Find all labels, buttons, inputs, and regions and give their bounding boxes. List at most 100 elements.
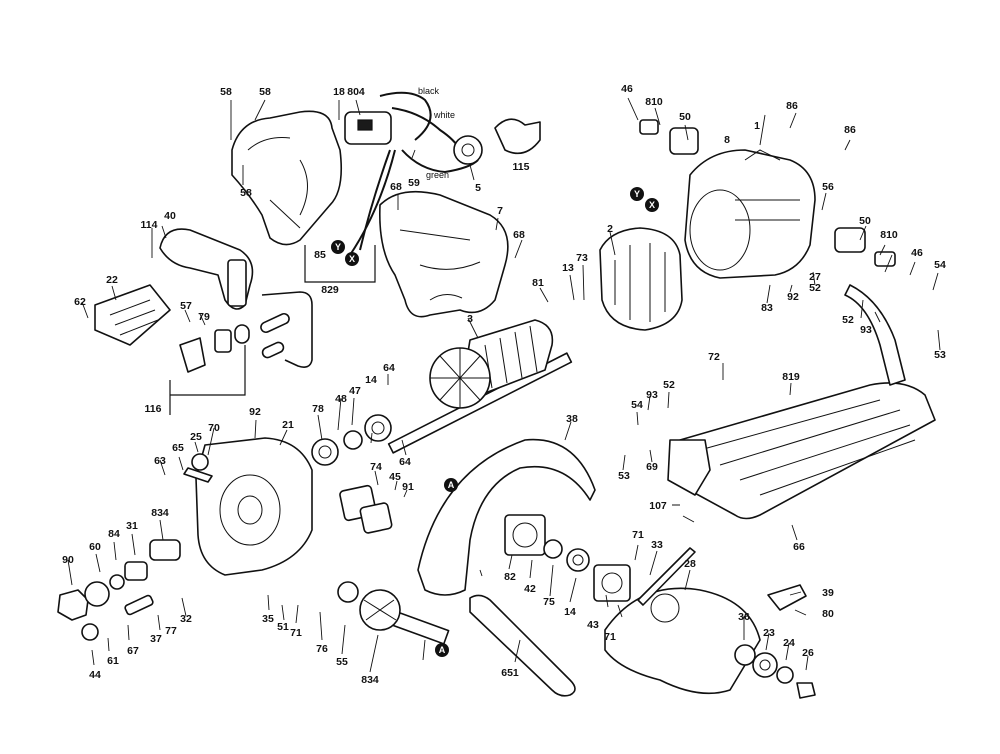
- callout-69: 69: [646, 461, 658, 473]
- callout-115: 115: [513, 161, 530, 173]
- callout-25: 25: [190, 431, 202, 443]
- callout-81: 81: [532, 277, 544, 289]
- callout-58: 58: [220, 86, 232, 98]
- callout-67: 67: [127, 645, 139, 657]
- callout-53: 53: [934, 349, 946, 361]
- gear-housing: [195, 437, 313, 576]
- callout-78: 78: [312, 403, 324, 415]
- part-shapes: [57, 91, 936, 699]
- spindle-small: [149, 539, 181, 561]
- marker-x-left: X: [349, 254, 355, 264]
- callout-52: 52: [809, 282, 821, 294]
- callout-8: 8: [724, 134, 730, 146]
- marker-a-lower: A: [439, 645, 446, 655]
- leader-lines: [67, 97, 941, 673]
- callout-86: 86: [786, 100, 798, 112]
- callout-54: 54: [631, 399, 643, 411]
- callout-116: 116: [145, 403, 162, 415]
- callout-93: 93: [860, 324, 872, 336]
- callout-68: 68: [390, 181, 402, 193]
- wire-labels: black white green: [418, 86, 455, 180]
- callout-86: 86: [844, 124, 856, 136]
- callout-1: 1: [754, 120, 760, 132]
- wire-label-green: green: [426, 170, 449, 180]
- base-plate: [679, 382, 936, 520]
- callout-819: 819: [782, 371, 800, 383]
- guard-arm: [469, 594, 576, 697]
- callout-80: 80: [822, 608, 834, 620]
- callout-810: 810: [645, 96, 663, 108]
- wire-black: [379, 91, 432, 141]
- callout-2: 2: [607, 223, 613, 235]
- callout-60: 60: [89, 541, 101, 553]
- part-callouts: 58 58 58 18 804 5 59 115 68 68 7 40 114 …: [62, 83, 946, 686]
- callout-46: 46: [621, 83, 633, 95]
- callout-834: 834: [361, 674, 379, 686]
- callout-27: 27: [809, 271, 821, 283]
- callout-36: 36: [738, 611, 750, 623]
- callout-64: 64: [383, 362, 395, 374]
- rear-handle-left-half: [231, 110, 343, 246]
- callout-38: 38: [566, 413, 578, 425]
- motor-housing: [684, 149, 816, 279]
- callout-64: 64: [399, 456, 411, 468]
- callout-834: 834: [151, 507, 169, 519]
- bearing-14: [364, 414, 392, 442]
- callout-26: 26: [802, 647, 814, 659]
- callout-55: 55: [336, 656, 348, 668]
- callout-44: 44: [89, 669, 101, 681]
- callout-18: 18: [333, 86, 345, 98]
- callout-71: 71: [632, 529, 644, 541]
- wire-green: [401, 149, 479, 174]
- callout-57: 57: [180, 300, 192, 312]
- callout-31: 31: [126, 520, 138, 532]
- callout-3: 3: [467, 313, 473, 325]
- callout-24: 24: [783, 637, 795, 649]
- callout-54: 54: [934, 259, 946, 271]
- callout-70: 70: [208, 422, 220, 434]
- callout-114: 114: [141, 219, 158, 231]
- callout-76: 76: [316, 643, 328, 655]
- callout-85: 85: [314, 249, 326, 261]
- callout-65: 65: [172, 442, 184, 454]
- callout-651: 651: [501, 667, 519, 679]
- callout-45: 45: [389, 471, 401, 483]
- callout-74: 74: [370, 461, 382, 473]
- callout-35: 35: [262, 613, 274, 625]
- callout-66: 66: [793, 541, 805, 553]
- cover-plate: [94, 284, 171, 346]
- reference-markers: A A Y X Y X: [331, 187, 659, 657]
- callout-53: 53: [618, 470, 630, 482]
- callout-71: 71: [290, 627, 302, 639]
- strain-relief: [494, 118, 541, 155]
- callout-42: 42: [524, 583, 536, 595]
- callout-28: 28: [684, 558, 696, 570]
- callout-22: 22: [106, 274, 118, 286]
- callout-13: 13: [562, 262, 574, 274]
- marker-a-upper: A: [448, 480, 455, 490]
- callout-72: 72: [708, 351, 720, 363]
- cord-clamp: [453, 135, 483, 165]
- callout-56: 56: [822, 181, 834, 193]
- callout-33: 33: [651, 539, 663, 551]
- callout-58: 58: [240, 187, 252, 199]
- callout-61: 61: [107, 655, 119, 667]
- callout-93: 93: [646, 389, 658, 401]
- callout-73: 73: [576, 252, 588, 264]
- callout-37: 37: [150, 633, 162, 645]
- callout-32: 32: [180, 613, 192, 625]
- callout-82: 82: [504, 571, 516, 583]
- wire-label-black: black: [418, 86, 440, 96]
- callout-92: 92: [787, 291, 799, 303]
- lever-bracket: [179, 337, 206, 373]
- callout-63: 63: [154, 455, 166, 467]
- marker-y-right: Y: [634, 189, 640, 199]
- upper-blade-guard: [417, 438, 596, 596]
- callout-79: 79: [198, 311, 210, 323]
- guard-lever-rod: [261, 291, 313, 368]
- callout-77: 77: [165, 625, 177, 637]
- callout-21: 21: [282, 419, 294, 431]
- callout-52: 52: [663, 379, 675, 391]
- callout-68: 68: [513, 229, 525, 241]
